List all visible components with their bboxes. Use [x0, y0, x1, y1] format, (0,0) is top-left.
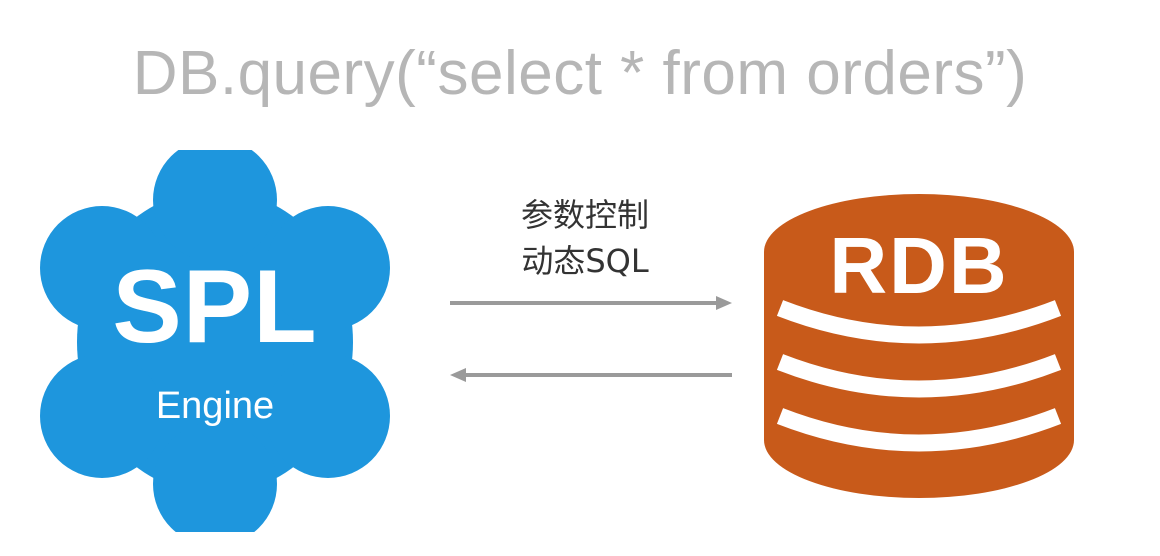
query-code-title: DB.query(“select * from orders”) — [132, 39, 1028, 108]
connection-label: 参数控制 动态SQL — [470, 192, 700, 284]
gear-icon — [40, 150, 390, 532]
engine-subtitle: Engine — [155, 385, 275, 427]
spl-engine-node: SPL Engine — [40, 150, 390, 532]
rdb-node: RDB — [760, 190, 1078, 500]
engine-title: SPL — [112, 249, 318, 365]
connection-arrows — [440, 285, 740, 395]
response-arrow — [450, 368, 732, 382]
database-title: RDB — [829, 221, 1009, 310]
connection-label-line1: 参数控制 — [520, 196, 649, 234]
request-arrow — [450, 296, 732, 310]
database-cylinder-icon — [764, 194, 1074, 498]
connection-label-line2: 动态SQL — [521, 242, 649, 280]
